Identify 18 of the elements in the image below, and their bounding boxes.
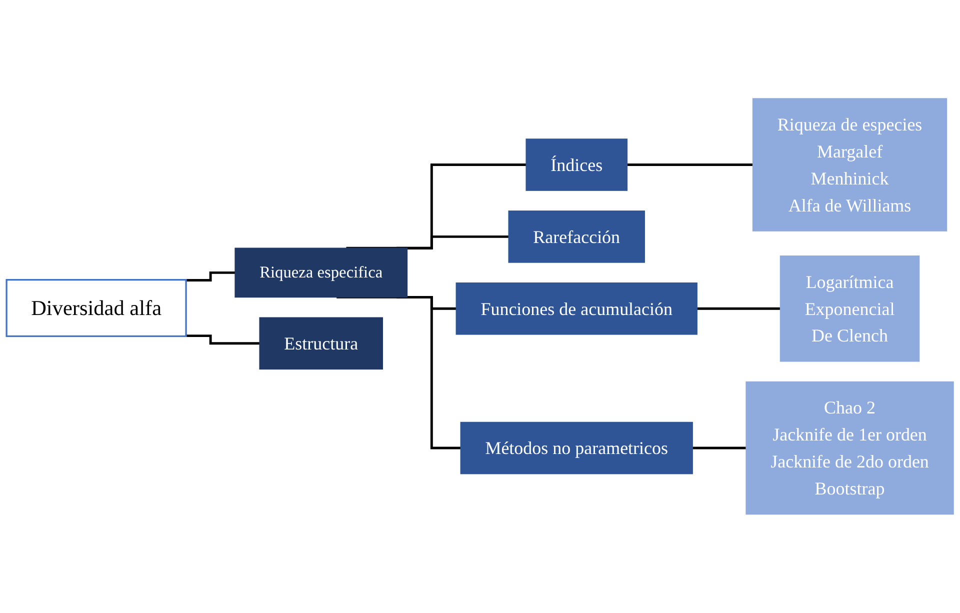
node-box: Índices xyxy=(526,138,628,192)
node-box: Métodos no parametricos xyxy=(460,422,693,474)
connector xyxy=(692,446,748,450)
connector xyxy=(697,308,782,310)
connector xyxy=(336,296,462,450)
connector xyxy=(186,334,261,345)
node-box: Logarítmica Exponencial De Clench xyxy=(780,256,920,362)
node-box: Chao 2 Jacknife de 1er orden Jacknife de 2do orden Bootstrap xyxy=(746,382,954,515)
connector xyxy=(396,236,510,250)
connector xyxy=(346,164,528,250)
node-box: Rarefacción xyxy=(508,210,645,263)
node-box: Diversidad alfa xyxy=(6,279,187,338)
node-box: Funciones de acumulación xyxy=(456,282,698,335)
node-box: Estructura xyxy=(259,317,383,370)
node-box: Riqueza especifica xyxy=(234,248,408,298)
node-box: Riqueza de especies Margalef Menhinick Alfa de Williams xyxy=(752,98,948,232)
connector xyxy=(186,272,236,282)
connector xyxy=(627,164,754,166)
